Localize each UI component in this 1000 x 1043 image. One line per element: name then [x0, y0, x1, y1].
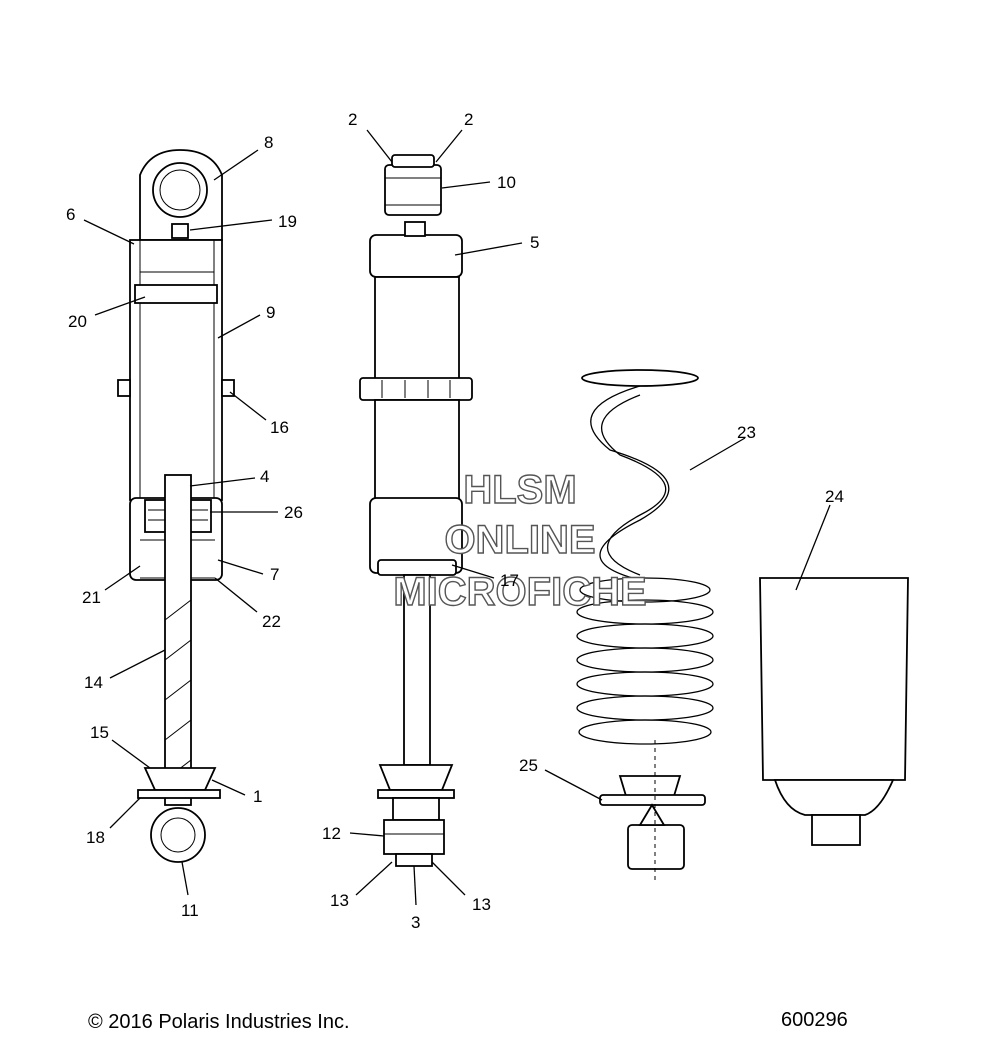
callout-13-left: 13 [330, 891, 349, 910]
callout-12: 12 [322, 824, 341, 843]
callout-5: 5 [530, 233, 539, 252]
callout-23: 23 [737, 423, 756, 442]
shock-boot [759, 577, 909, 846]
callout-16: 16 [270, 418, 289, 437]
callout-1: 1 [253, 787, 262, 806]
callout-2-left: 2 [348, 110, 357, 129]
callout-6: 6 [66, 205, 75, 224]
callout-labels: 8 6 19 20 9 16 4 26 21 7 22 14 15 1 18 1… [66, 110, 844, 932]
callout-25: 25 [519, 756, 538, 775]
callout-21: 21 [82, 588, 101, 607]
callout-14: 14 [84, 673, 103, 692]
callout-19: 19 [278, 212, 297, 231]
copyright-notice: © 2016 Polaris Industries Inc. [88, 1011, 350, 1033]
callout-18: 18 [86, 828, 105, 847]
callout-26: 26 [284, 503, 303, 522]
callout-13-right: 13 [472, 895, 491, 914]
callout-20: 20 [68, 312, 87, 331]
left-shock-assembly [117, 149, 235, 863]
diagram-number: 600296 [781, 1009, 848, 1031]
callout-17: 17 [500, 571, 519, 590]
callout-24: 24 [825, 487, 844, 506]
watermark: HLSM ONLINE MICROFICHE [393, 467, 648, 614]
watermark-line1: HLSM [463, 468, 576, 512]
watermark-line2: ONLINE [444, 518, 595, 562]
callout-10: 10 [497, 173, 516, 192]
callout-11: 11 [181, 901, 199, 920]
callout-7: 7 [270, 565, 279, 584]
callout-22: 22 [262, 612, 281, 631]
leader-lines [83, 129, 831, 906]
callout-9: 9 [266, 303, 275, 322]
callout-3: 3 [411, 913, 420, 932]
callout-15: 15 [90, 723, 109, 742]
callout-2-right: 2 [464, 110, 473, 129]
watermark-line3: MICROFICHE [393, 570, 646, 614]
callout-4: 4 [260, 467, 269, 486]
middle-shock-assembly [359, 154, 473, 867]
callout-8: 8 [264, 133, 273, 152]
coil-spring [576, 369, 714, 880]
